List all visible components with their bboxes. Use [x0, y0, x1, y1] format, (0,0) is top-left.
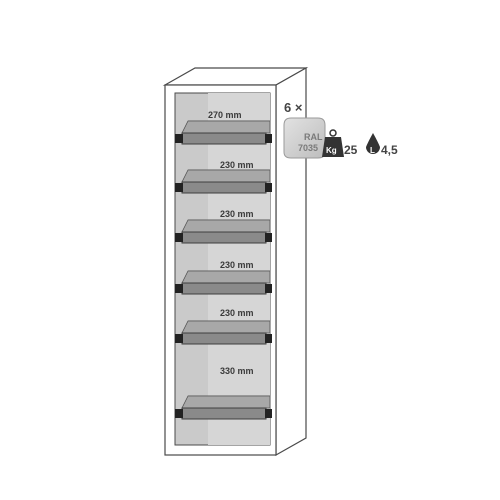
tray [175, 320, 272, 345]
tray-bracket [265, 233, 272, 242]
tray [175, 169, 272, 194]
tray-bracket [265, 183, 272, 192]
cabinet-back-panel [208, 93, 270, 445]
tray-bracket [265, 334, 272, 343]
specs-panel: 6 × RAL 7035 Kg 25 L 4,5 [283, 100, 398, 159]
ral-code: 7035 [298, 143, 318, 153]
volume-unit: L [370, 146, 375, 155]
dimension-label: 230 mm [220, 308, 254, 318]
quantity-label: 6 × [284, 100, 303, 115]
cabinet [162, 66, 309, 457]
tray-bracket [175, 134, 183, 143]
weight-unit: Kg [326, 146, 337, 155]
dimension-label: 230 mm [220, 209, 254, 219]
tray-bracket [265, 409, 272, 418]
tray [175, 270, 272, 295]
dimension-label: 330 mm [220, 366, 254, 376]
tray [175, 219, 272, 244]
ral-label: RAL [304, 132, 323, 142]
dimension-label: 230 mm [220, 160, 254, 170]
volume-value: 4,5 [381, 143, 398, 157]
tray-bracket [265, 284, 272, 293]
tray [175, 395, 272, 420]
tray-bracket [175, 334, 183, 343]
ral-swatch: RAL 7035 [283, 117, 326, 159]
tray-stack [175, 120, 272, 420]
dimension-labels: 270 mm 230 mm 230 mm 230 mm 230 mm 330 m… [208, 110, 254, 376]
tray [175, 120, 272, 145]
tray-bracket [175, 233, 183, 242]
tray-bracket [175, 183, 183, 192]
dimension-label: 270 mm [208, 110, 242, 120]
tray-bracket [175, 409, 183, 418]
weight-value: 25 [344, 143, 358, 157]
dimension-label: 230 mm [220, 260, 254, 270]
weight-icon: Kg [322, 129, 344, 157]
drop-icon: L [366, 133, 380, 155]
tray-bracket [265, 134, 272, 143]
tray-bracket [175, 284, 183, 293]
